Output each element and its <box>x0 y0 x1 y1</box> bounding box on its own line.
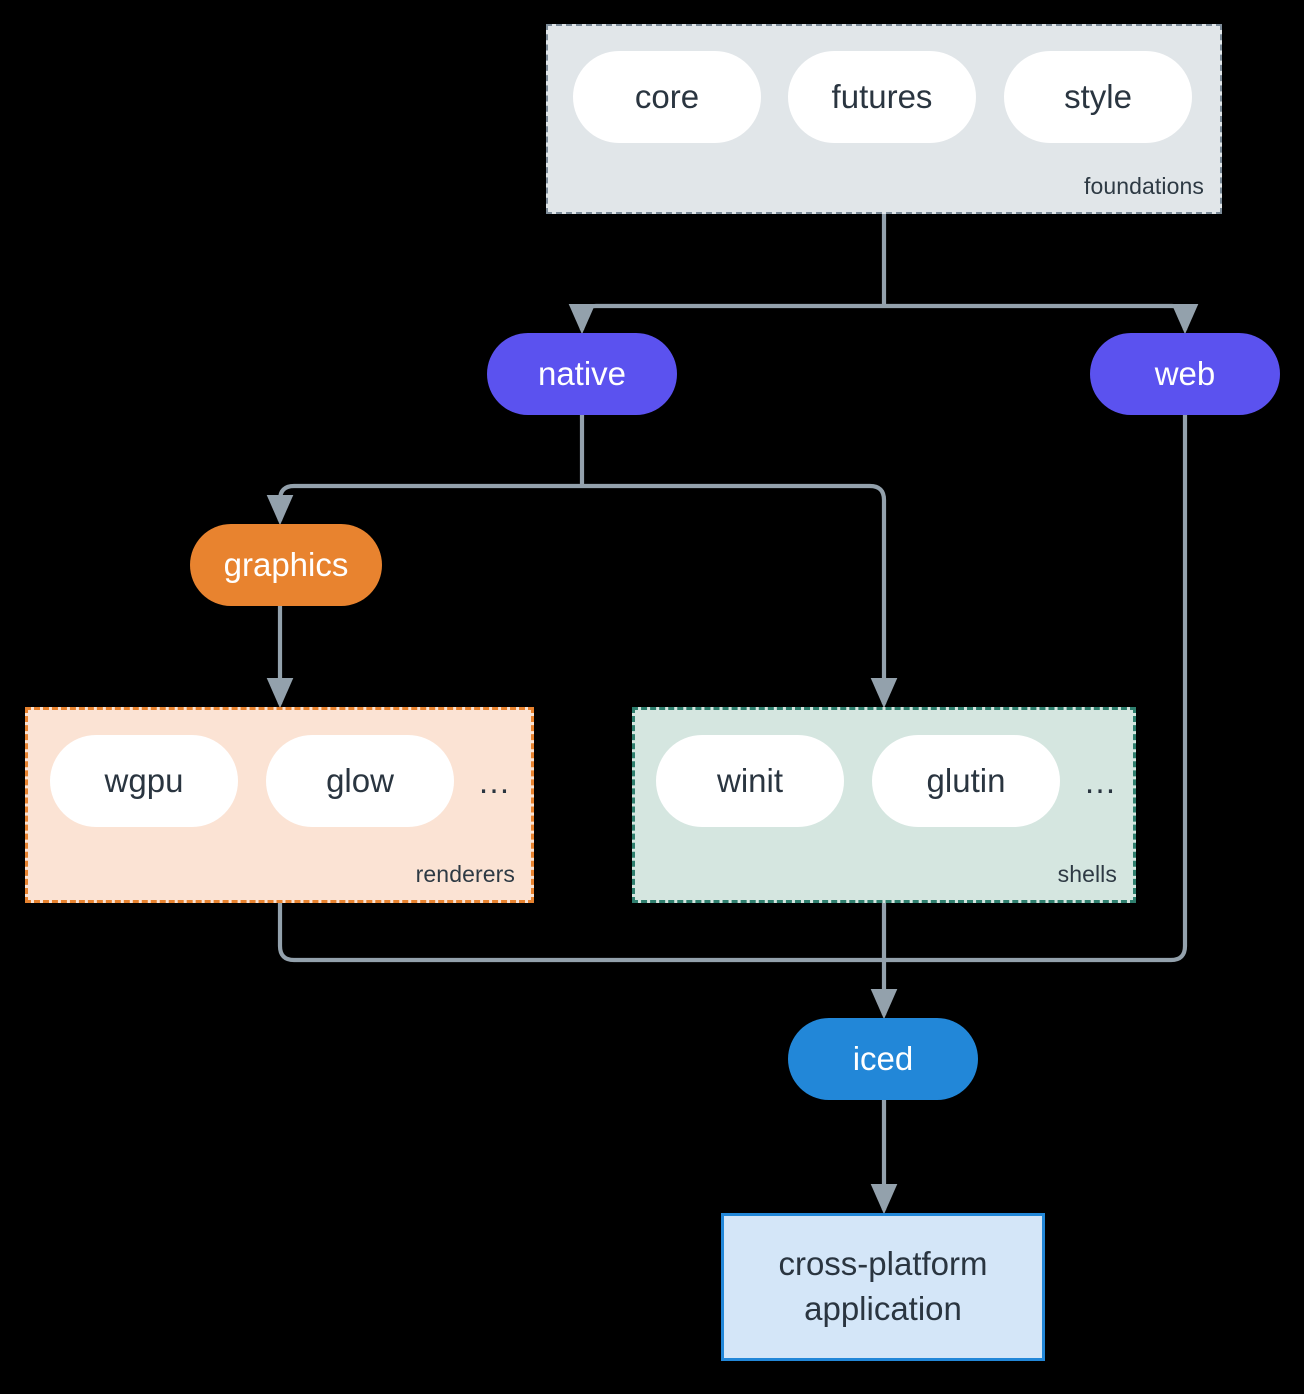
leaf-style-label: style <box>1064 78 1132 115</box>
node-graphics-label: graphics <box>223 546 349 583</box>
application-line2: application <box>804 1290 962 1327</box>
shells-ellipsis: … <box>1083 763 1117 800</box>
leaf-glow[interactable]: glow <box>266 735 454 827</box>
edge-native-to-graphics <box>266 483 582 526</box>
leaf-glutin-label: glutin <box>926 762 1006 799</box>
node-web-label: web <box>1154 355 1216 392</box>
leaf-glutin[interactable]: glutin <box>872 735 1060 827</box>
node-graphics[interactable]: graphics <box>190 524 382 606</box>
leaf-wgpu-label: wgpu <box>104 762 184 799</box>
application-line1: cross-platform <box>778 1245 988 1283</box>
leaf-core[interactable]: core <box>573 51 761 143</box>
group-foundations-label: foundations <box>1083 173 1204 199</box>
leaf-style[interactable]: style <box>1004 51 1192 143</box>
edge-native-to-shells <box>582 483 898 709</box>
leaf-wgpu[interactable]: wgpu <box>50 735 238 827</box>
leaf-winit-label: winit <box>716 762 784 799</box>
leaf-winit[interactable]: winit <box>656 735 844 827</box>
group-shells-label: shells <box>1057 861 1117 887</box>
edge-foundations-to-native <box>568 303 884 335</box>
leaf-futures-label: futures <box>831 78 933 115</box>
leaf-glow-label: glow <box>326 762 394 799</box>
node-iced-label: iced <box>852 1040 914 1077</box>
group-renderers-label: renderers <box>415 861 515 887</box>
leaf-futures[interactable]: futures <box>788 51 976 143</box>
node-native[interactable]: native <box>487 333 677 415</box>
node-cross-platform-application[interactable]: cross-platform application <box>721 1213 1045 1361</box>
edge-renderers-to-iced <box>277 903 884 963</box>
edge-foundations-to-web <box>884 303 1199 335</box>
renderers-ellipsis: … <box>477 763 511 800</box>
leaf-core-label: core <box>634 78 700 115</box>
node-native-label: native <box>537 355 627 392</box>
node-web[interactable]: web <box>1090 333 1280 415</box>
node-iced[interactable]: iced <box>788 1018 978 1100</box>
